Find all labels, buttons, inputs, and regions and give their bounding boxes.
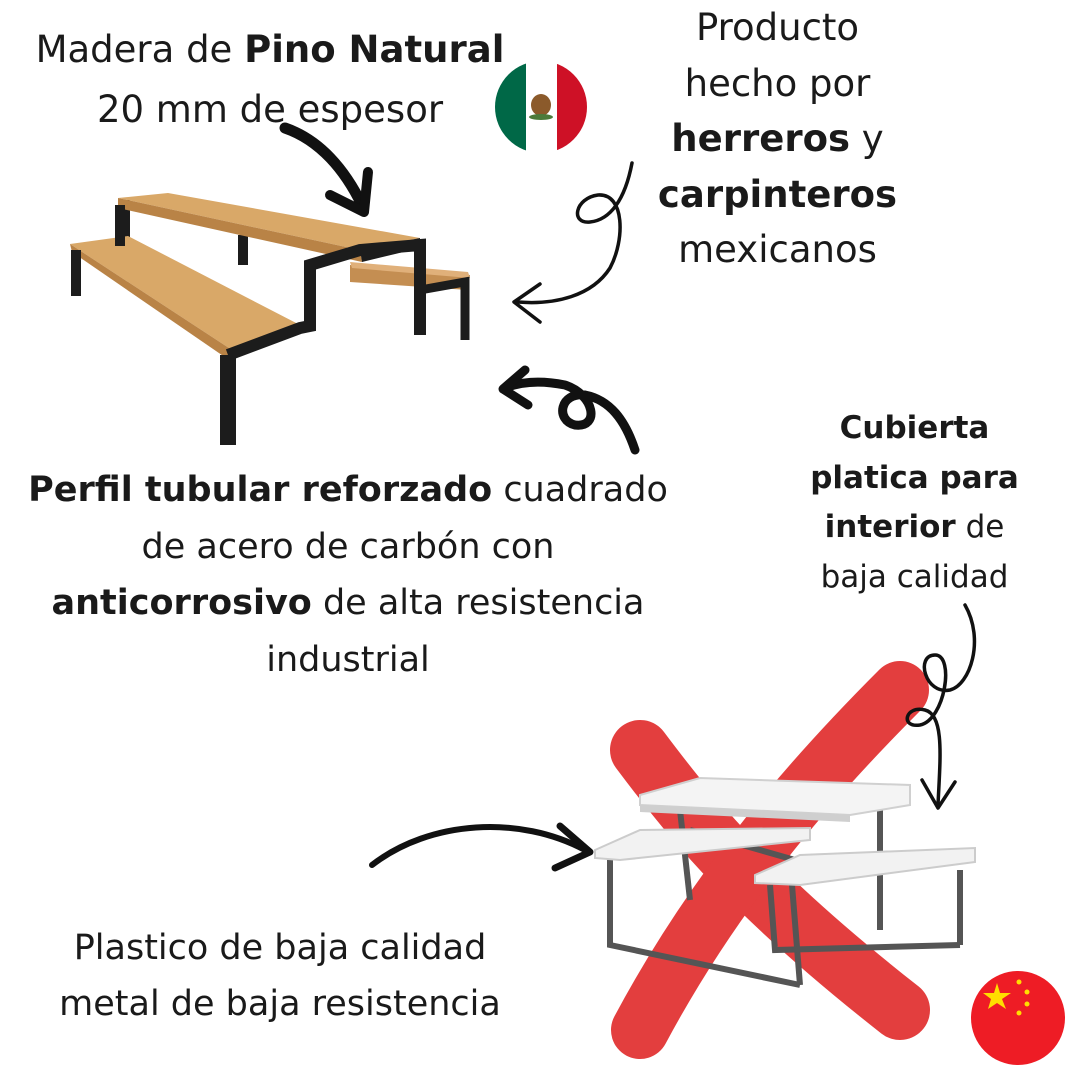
frame-description: Perfil tubular reforzado cuadrado de ace… bbox=[0, 462, 698, 689]
frame-bold-1: Perfil tubular reforzado bbox=[28, 470, 493, 510]
wood-desc-bold: Pino Natural bbox=[244, 28, 505, 71]
cover-bold-1: Cubierta bbox=[839, 410, 990, 446]
wood-desc-thickness: 20 mm de espesor bbox=[96, 88, 444, 132]
frame-bold-2: anticorrosivo bbox=[51, 583, 312, 624]
cover-bold-2: platica para bbox=[810, 459, 1019, 496]
cover-line-4: baja calidad bbox=[820, 558, 1009, 595]
arrow-from-cubierta-icon bbox=[905, 603, 977, 810]
origin-y: y bbox=[850, 117, 884, 160]
wood-desc-pre: Madera de bbox=[35, 28, 245, 71]
cover-bold-3: interior bbox=[824, 509, 956, 546]
arrow-to-frame-icon bbox=[498, 365, 640, 455]
origin-line-1: Producto bbox=[695, 6, 860, 49]
wood-description: Madera de Pino Natural 20 mm de espesor bbox=[15, 14, 525, 146]
frame-post-2: de alta resistencia bbox=[311, 583, 645, 624]
frame-line-2: de acero de carbón con bbox=[141, 526, 555, 567]
origin-bold-herreros: herreros bbox=[671, 117, 851, 160]
origin-line-5: mexicanos bbox=[678, 228, 877, 271]
origin-line-2: hecho por bbox=[684, 61, 871, 105]
frame-post-1: cuadrado bbox=[492, 470, 668, 510]
arrow-to-wood-icon bbox=[279, 122, 373, 217]
arrow-from-producto-icon bbox=[512, 161, 634, 324]
plastic-description: Plastico de baja calidad metal de baja r… bbox=[20, 920, 540, 1032]
plastic-line-2: metal de baja resistencia bbox=[59, 984, 501, 1024]
plastic-line-1: Plastico de baja calidad bbox=[73, 928, 487, 968]
frame-line-4: industrial bbox=[266, 640, 430, 681]
arrow-to-plastic-icon bbox=[369, 822, 594, 872]
cover-post-3: de bbox=[955, 509, 1005, 546]
plastic-top-description: Cubierta platica para interior de baja c… bbox=[792, 404, 1037, 602]
origin-description: Producto hecho por herreros y carpintero… bbox=[630, 0, 925, 278]
origin-bold-carpinteros: carpinteros bbox=[657, 172, 898, 216]
